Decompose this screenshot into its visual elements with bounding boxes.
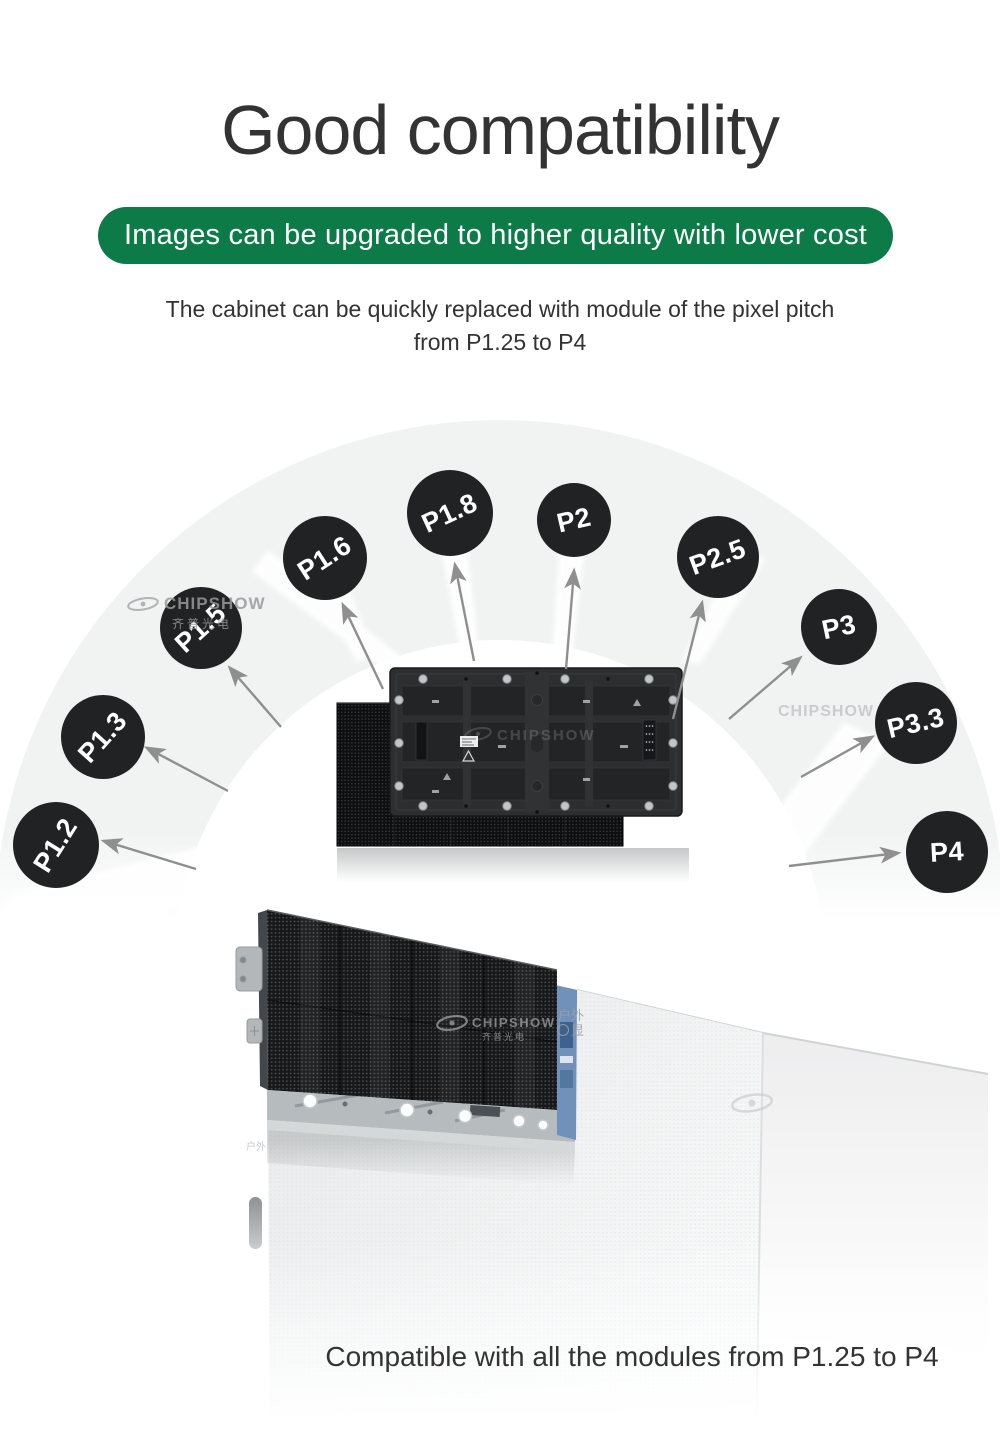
warning-triangle-icon (461, 749, 476, 762)
pitch-circle-label: P2.5 (685, 532, 750, 581)
pitch-circle-label: P1.6 (292, 529, 358, 586)
face-eye-watermark (730, 1093, 774, 1113)
module-watermark: CHIPSHOW 齐普光电 (436, 1014, 556, 1042)
page-title: Good compatibility (221, 91, 780, 169)
pitch-circle-label: P4 (929, 835, 965, 868)
module-reflection (337, 848, 689, 882)
svg-text:显: 显 (571, 1023, 584, 1038)
module-label (460, 736, 478, 747)
pitch-circle-P1.2: P1.2 (13, 802, 99, 888)
pitch-circle-label: P2 (553, 501, 594, 538)
pitch-circle-label: P1.5 (169, 597, 233, 659)
pitch-circle-P3.3: P3.3 (875, 682, 957, 764)
pitch-circle-P1.5: P1.5 (160, 587, 242, 669)
bay-clips (302, 1093, 549, 1131)
footer-caption: Compatible with all the modules from P1.… (325, 1341, 939, 1372)
cabinet-side-label: 户外 (246, 1140, 266, 1153)
chipshow-eye-icon (436, 1014, 468, 1032)
pitch-circle-label: P3.3 (884, 701, 948, 744)
pitch-circle-P1.3: P1.3 (61, 695, 145, 779)
pitch-circle-P1.6: P1.6 (283, 516, 367, 600)
svg-text:CHIPSHOW: CHIPSHOW (472, 1015, 556, 1030)
subtitle: The cabinet can be quickly replaced with… (0, 293, 1000, 359)
cabinet-handle-slot (249, 1197, 262, 1249)
cabinet-led-module: CHIPSHOW 齐普光电 (258, 909, 558, 1110)
svg-text:户外: 户外 (558, 1008, 584, 1023)
pitch-circle-P2.5: P2.5 (677, 516, 759, 598)
pitch-circle-label: P3 (819, 608, 859, 645)
center-module-watermark: CHIPSHOW (464, 726, 596, 744)
cabinet-image: CHIPSHOW 齐普光电 户外 显 户外 (215, 909, 1000, 1450)
svg-text:CHIPSHOW: CHIPSHOW (497, 727, 596, 744)
subtitle-line1: The cabinet can be quickly replaced with… (165, 296, 835, 322)
pitch-circle-label: P1.8 (417, 486, 483, 539)
pitch-circle-P2: P2 (537, 483, 611, 557)
benefit-banner: Images can be upgraded to higher quality… (98, 207, 893, 264)
pitch-circle-P3: P3 (801, 589, 877, 665)
subtitle-line2: from P1.25 to P4 (413, 329, 587, 355)
module-back-panel: CHIPSHOW (389, 667, 683, 817)
module-screws (394, 674, 678, 811)
led-module-back-image: CHIPSHOW (336, 667, 689, 882)
pitch-circle-P4: P4 (906, 811, 988, 893)
pitch-circle-label: P1.3 (72, 705, 134, 769)
pitch-circle-label: P1.2 (27, 812, 84, 878)
pitch-circle-P1.8: P1.8 (407, 470, 493, 556)
cabinet-cn-marks: 户外 显 (557, 1008, 584, 1038)
benefit-banner-text: Images can be upgraded to higher quality… (123, 219, 868, 251)
cabinet-brackets (235, 946, 263, 1044)
svg-text:齐普光电: 齐普光电 (482, 1031, 526, 1042)
